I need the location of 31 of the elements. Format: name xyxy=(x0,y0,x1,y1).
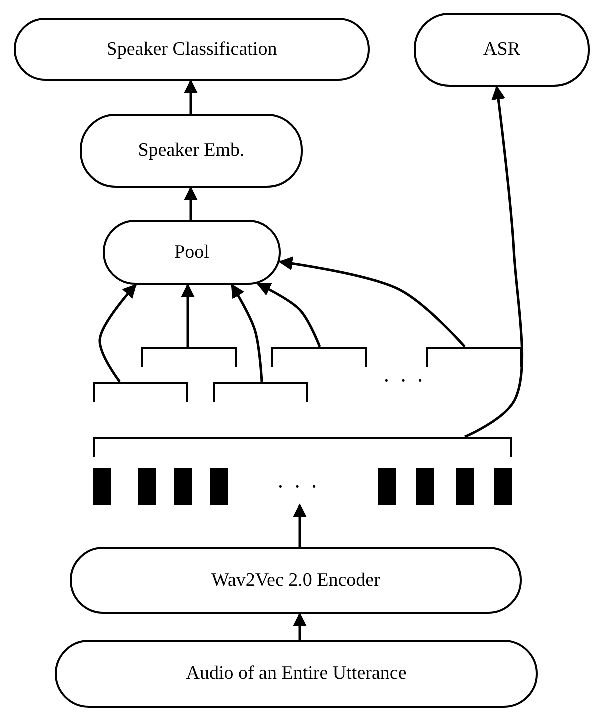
node-label: ASR xyxy=(484,39,520,61)
segment-bracket xyxy=(93,382,188,402)
node-label: Audio of an Entire Utterance xyxy=(186,663,407,685)
frame-sequence-drawing xyxy=(93,468,512,505)
arrow xyxy=(230,284,264,382)
process-box xyxy=(70,547,522,614)
arrow xyxy=(184,80,198,114)
arrow xyxy=(278,256,466,348)
segment-bracket xyxy=(213,382,308,402)
node-label: Pool xyxy=(174,242,210,264)
node-label: Speaker Classification xyxy=(106,38,278,60)
process-box xyxy=(55,640,538,708)
arrow xyxy=(184,186,198,220)
segment-bracket xyxy=(426,347,522,367)
process-box xyxy=(414,13,590,87)
segment-bracket xyxy=(93,437,512,457)
segment-bracket xyxy=(141,347,237,367)
ellipsis: · · · xyxy=(383,368,426,394)
arrow xyxy=(464,86,524,438)
process-box xyxy=(80,114,303,188)
arrow xyxy=(181,284,195,347)
arrow xyxy=(256,282,322,348)
ellipsis: · · · xyxy=(277,474,320,500)
node-label: Wav2Vec 2.0 Encoder xyxy=(212,570,380,592)
node-label: Speaker Emb. xyxy=(138,140,245,162)
arrow xyxy=(293,504,307,547)
process-box xyxy=(103,220,281,285)
segment-bracket xyxy=(271,347,367,367)
arrow xyxy=(98,284,137,383)
arrow xyxy=(293,612,307,640)
process-box xyxy=(14,18,370,81)
